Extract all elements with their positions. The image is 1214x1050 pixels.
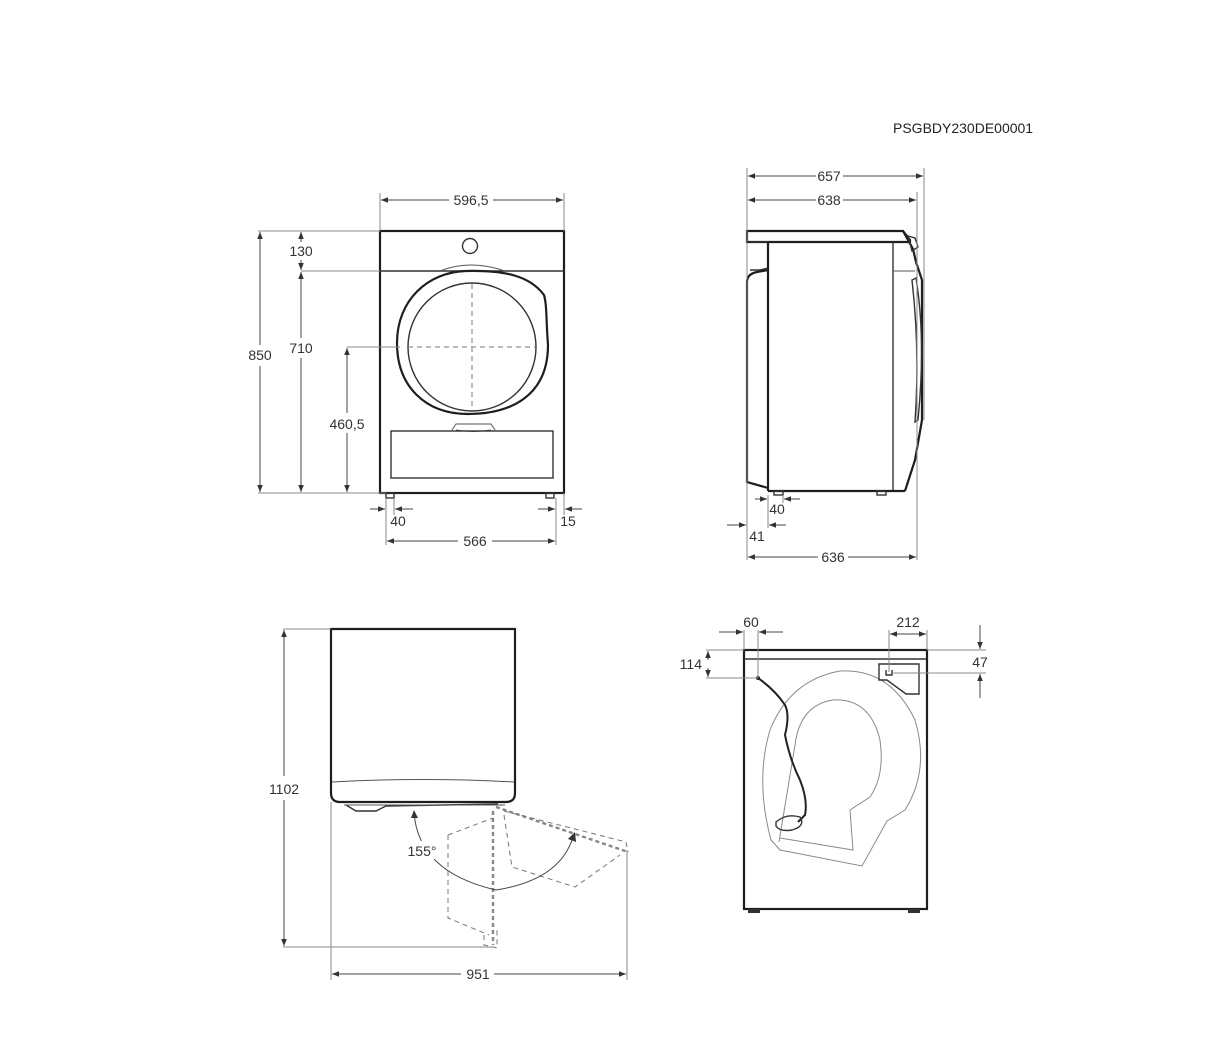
rear-body-outline: [742, 648, 929, 911]
rear-drum-inner: [778, 699, 882, 851]
depth-body-label: 636: [821, 549, 845, 565]
door-open-inner-dashed: [503, 814, 621, 888]
rear-foot-offset-label: 40: [769, 501, 785, 517]
document-code: PSGBDY230DE00001: [893, 120, 1033, 136]
side-knob: [907, 234, 919, 253]
top-body-outline: [329, 627, 517, 804]
feet-span-label: 566: [463, 533, 487, 549]
door-open-depth-label: 1102: [269, 781, 299, 797]
side-top-slab: [745, 229, 912, 244]
drain-outlet-box: [878, 663, 920, 695]
cable-plug-icon: [775, 815, 803, 832]
side-view: 657 638 40 41 636: [727, 168, 925, 565]
total-height-label: 850: [248, 347, 272, 363]
front-view: 596,5 850 130 710 460,5 40 1: [248, 192, 582, 549]
door-top-bump: [439, 264, 506, 272]
label-mask: [404, 841, 440, 859]
front-width-label: 596,5: [453, 192, 488, 208]
program-knob-icon: [461, 237, 479, 255]
cable-side-offset-label: 60: [743, 614, 759, 630]
door-outer-ring: [395, 269, 550, 416]
door-open-width-label: 951: [466, 966, 490, 982]
front-body-outline: [378, 229, 566, 495]
rear-drum-outline: [762, 670, 922, 867]
rear-view: 60 114 212 47: [680, 614, 988, 913]
plinth-panel: [390, 430, 554, 479]
hinge-detail-dashed: [483, 930, 498, 949]
side-door-bulge: [911, 276, 923, 424]
door-open-dashed: [495, 805, 629, 854]
filter-handle: [451, 423, 496, 431]
power-cable: [757, 677, 807, 823]
top-front-line: [331, 779, 515, 783]
door-open-view: 155° 1102 951: [269, 627, 629, 982]
drain-side-offset-label: 212: [896, 614, 920, 630]
door-quarter-open-dashed: [447, 817, 494, 936]
arc-arrow-end: [568, 832, 576, 842]
cable-top-offset-label: 114: [680, 656, 703, 672]
door-bottom-height-label: 710: [289, 340, 313, 356]
side-front-foot: [876, 490, 887, 496]
arc-arrow-start: [411, 810, 418, 818]
rear-left-foot: [748, 909, 760, 913]
side-rear-foot: [773, 490, 784, 496]
depth-top-label: 638: [817, 192, 841, 208]
side-rear-curve: [745, 268, 769, 490]
door-angle-label: 155°: [408, 843, 437, 859]
front-left-foot: [385, 492, 395, 499]
rear-overhang-label: 41: [749, 528, 765, 544]
door-center-height-label: 460,5: [329, 416, 364, 432]
left-foot-offset-label: 40: [390, 513, 406, 529]
front-right-foot: [545, 492, 555, 499]
right-foot-offset-label: 15: [560, 513, 576, 529]
side-rear-block: [750, 241, 769, 271]
side-front-profile: [902, 230, 924, 492]
rear-right-foot: [908, 909, 920, 913]
drain-top-offset-label: 47: [972, 654, 988, 670]
top-panel-height-label: 130: [289, 243, 313, 259]
depth-with-door-label: 657: [817, 168, 841, 184]
